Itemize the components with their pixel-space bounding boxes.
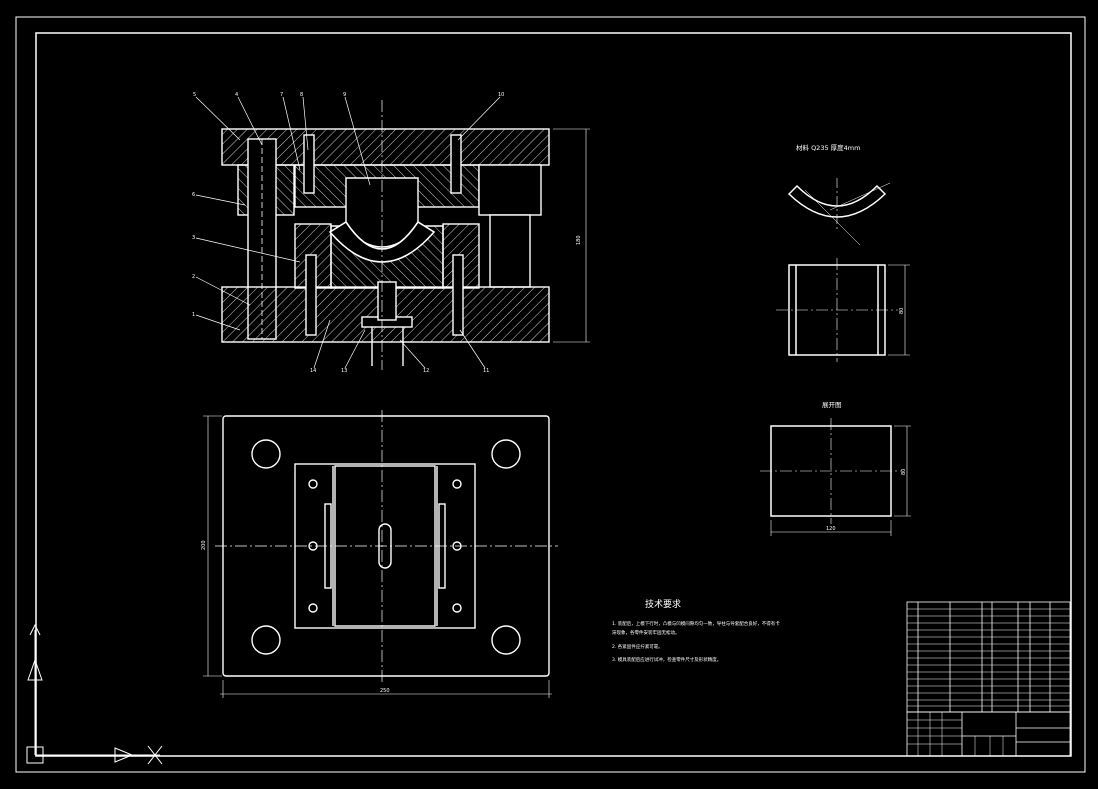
tech-req-line-1: 1. 装配后，上模下行时，凸模与凹模间隙均匀一致，导柱与导套配合良好，不得有卡 [612, 620, 780, 627]
balloon-7: 6 [192, 192, 195, 198]
dim-blank-width: 120 [826, 526, 836, 532]
blank-label: 展开图 [822, 401, 842, 409]
title-block [906, 711, 1071, 757]
outer-sheet-border [15, 16, 1086, 773]
dim-total-height: 180 [576, 235, 582, 245]
inner-drawing-frame [35, 32, 1072, 757]
balloon-13: 12 [423, 368, 429, 374]
balloon-12: 13 [341, 368, 347, 374]
tech-req-line-2: 滞现象，各零件安装牢固无松动。 [612, 629, 680, 636]
balloon-1: 5 [193, 92, 196, 98]
guide-post-right [489, 214, 531, 288]
tech-req-line-4: 3. 模具装配后应进行试冲，检查零件尺寸及形状精度。 [612, 656, 721, 663]
bill-of-materials-table [906, 601, 1071, 713]
balloon-14: 11 [483, 368, 489, 374]
part-side-view [776, 258, 910, 362]
tech-req-title: 技术要求 [645, 598, 681, 610]
bolt-lower-right [452, 254, 464, 336]
dim-plan-width: 250 [380, 688, 390, 694]
balloon-9: 2 [192, 274, 195, 280]
dim-blank-height: 80 [901, 469, 907, 475]
guide-bush-right [478, 164, 542, 216]
balloon-11: 14 [310, 368, 316, 374]
part-material-label: 材料 Q235 厚度4mm [796, 143, 860, 152]
balloon-6: 10 [498, 92, 504, 98]
dim-side-height: 80 [899, 308, 905, 314]
plan-view [203, 410, 558, 698]
balloon-4: 8 [300, 92, 303, 98]
balloon-8: 3 [192, 235, 195, 241]
front-section-view [221, 100, 590, 370]
balloon-10: 1 [192, 312, 195, 318]
tech-req-line-3: 2. 各紧固件应拧紧可靠。 [612, 643, 663, 650]
blank-view [760, 418, 911, 536]
dim-plan-height: 200 [201, 540, 207, 550]
balloon-2: 4 [235, 92, 238, 98]
balloon-numbers: 5 4 7 8 9 10 6 3 2 1 14 13 12 11 [192, 92, 504, 374]
bolt-upper-right [450, 134, 462, 194]
bolt-upper-left [303, 134, 315, 194]
balloon-5: 9 [343, 92, 346, 98]
bolt-lower-left [305, 254, 317, 336]
balloon-3: 7 [280, 92, 283, 98]
ucs-axis-icon [26, 623, 163, 765]
part-bent-profile [787, 178, 891, 246]
leader-lines [195, 96, 501, 369]
workpiece-section [328, 220, 436, 263]
